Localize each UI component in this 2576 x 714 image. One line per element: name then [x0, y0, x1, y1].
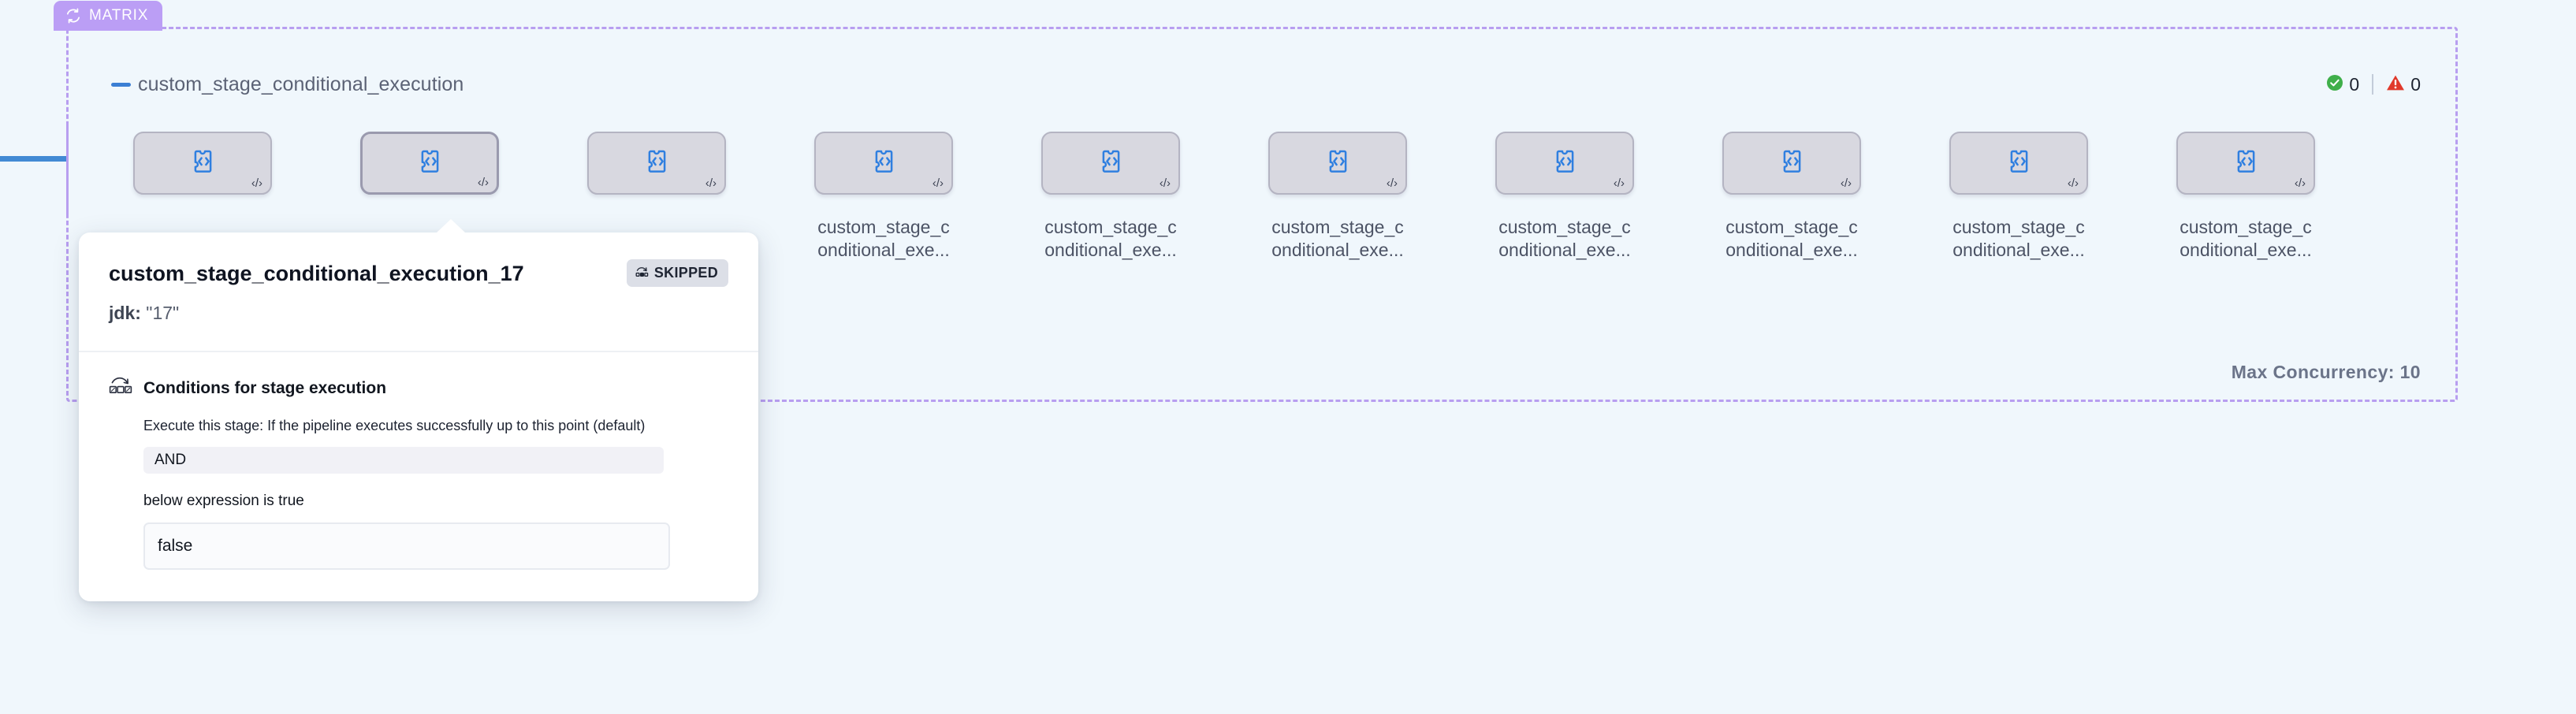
status-badge-error: 0	[2386, 74, 2421, 95]
stage-node-label: custom_stage_conditional_exe...	[817, 217, 950, 260]
expression-field[interactable]: false	[143, 522, 670, 571]
stage-node-box[interactable]: ‹/›	[1268, 132, 1407, 195]
skip-conditions-icon	[109, 376, 132, 400]
code-brackets-icon: ‹/›	[2294, 177, 2306, 190]
popover-title: custom_stage_conditional_execution_17	[109, 262, 524, 285]
code-brackets-icon: ‹/›	[1386, 177, 1398, 190]
popover-header: custom_stage_conditional_execution_17 SK…	[79, 232, 758, 352]
code-brackets-icon: ‹/›	[1159, 177, 1171, 190]
code-brackets-icon: ‹/›	[251, 177, 262, 190]
status-badge-success: 0	[2326, 74, 2359, 95]
page-title: custom_stage_conditional_execution	[138, 73, 464, 95]
stage-node[interactable]: ‹/› custom_stage_conditional_exe...	[2176, 132, 2315, 262]
custom-stage-puzzle-code-icon	[1095, 146, 1126, 181]
conditions-title: Conditions for stage execution	[143, 378, 387, 397]
stage-node[interactable]: ‹/› custom_stage_conditional_exe...	[1268, 132, 1407, 262]
stage-node[interactable]: ‹/›custom_stage_conditional_exe...	[587, 132, 726, 262]
stage-node[interactable]: ‹/›custom_stage_conditional_exe...	[133, 132, 272, 262]
stage-node-label: custom_stage_conditional_exe...	[1725, 217, 1858, 260]
stage-node-box[interactable]: ‹/›	[1949, 132, 2088, 195]
stage-node[interactable]: ‹/› custom_stage_conditional_exe...	[1041, 132, 1180, 262]
code-brackets-icon: ‹/›	[2067, 177, 2079, 190]
loop-arrows-icon	[65, 7, 82, 24]
stage-node-label: custom_stage_conditional_exe...	[2180, 217, 2312, 260]
stage-node[interactable]: ‹/› custom_stage_conditional_exe...	[814, 132, 953, 262]
stage-detail-popover: custom_stage_conditional_execution_17 SK…	[79, 219, 758, 602]
custom-stage-puzzle-code-icon	[1549, 146, 1580, 181]
check-circle-icon	[2326, 74, 2343, 95]
stage-node[interactable]: ‹/› custom_stage_conditional_exe...	[1495, 132, 1634, 262]
stage-node-box[interactable]: ‹/›	[360, 132, 499, 195]
status-badge-skipped: SKIPPED	[626, 259, 728, 287]
stage-node-box[interactable]: ‹/›	[814, 132, 953, 195]
custom-stage-puzzle-code-icon	[868, 146, 899, 181]
status-divider	[2372, 74, 2374, 95]
popover-parameters: jdk: "17"	[109, 303, 728, 324]
stage-node-box[interactable]: ‹/›	[587, 132, 726, 195]
custom-stage-puzzle-code-icon	[1322, 146, 1353, 181]
minus-icon[interactable]	[111, 69, 138, 100]
custom-stage-puzzle-code-icon	[641, 146, 672, 181]
code-brackets-icon: ‹/›	[932, 177, 944, 190]
custom-stage-puzzle-code-icon	[2003, 146, 2034, 181]
stage-node-label: custom_stage_conditional_exe...	[1498, 217, 1631, 260]
code-brackets-icon: ‹/›	[705, 177, 717, 190]
stage-node-box[interactable]: ‹/›	[1722, 132, 1861, 195]
conditions-header: Conditions for stage execution	[109, 376, 728, 400]
stage-nodes-row: ‹/› custom_stage_conditional_exe... ‹/› cus…	[69, 29, 2460, 404]
popover-body: Conditions for stage execution Execute t…	[79, 352, 758, 601]
expression-label: below expression is true	[143, 493, 304, 510]
error-count: 0	[2410, 73, 2421, 95]
custom-stage-puzzle-code-icon	[187, 146, 218, 181]
code-brackets-icon: ‹/›	[1840, 177, 1852, 190]
param-key: jdk:	[109, 303, 141, 323]
skipped-badge-label: SKIPPED	[653, 265, 718, 281]
stage-node-box[interactable]: ‹/›	[2176, 132, 2315, 195]
param-value: "17"	[146, 303, 180, 323]
conditions-description: Execute this stage: If the pipeline exec…	[143, 418, 646, 433]
matrix-group-header: custom_stage_conditional_execution 0	[111, 69, 2421, 100]
code-brackets-icon: ‹/›	[477, 176, 489, 189]
warning-triangle-icon	[2386, 74, 2405, 95]
code-brackets-icon: ‹/›	[1613, 177, 1625, 190]
stage-node-box[interactable]: ‹/›	[133, 132, 272, 195]
stage-node-label: custom_stage_conditional_exe...	[1044, 217, 1177, 260]
incoming-edge-connector	[0, 156, 69, 162]
popover-arrow	[436, 219, 466, 233]
stage-node-label: custom_stage_conditional_exe...	[1952, 217, 2085, 260]
success-count: 0	[2349, 73, 2360, 95]
max-concurrency-label: Max Concurrency: 10	[2231, 362, 2421, 382]
skip-arc-icon	[635, 266, 649, 281]
stage-node-label: custom_stage_conditional_exe...	[1271, 217, 1404, 260]
operator-field[interactable]: AND	[143, 447, 664, 474]
matrix-tag: MATRIX	[54, 1, 163, 31]
stage-node[interactable]: ‹/›custom_stage_conditional_exe...	[360, 132, 499, 262]
custom-stage-puzzle-code-icon	[414, 146, 445, 181]
stage-node-box[interactable]: ‹/›	[1495, 132, 1634, 195]
status-counts: 0 0	[2326, 69, 2421, 100]
stage-node[interactable]: ‹/› custom_stage_conditional_exe...	[1949, 132, 2088, 262]
stage-node[interactable]: ‹/› custom_stage_conditional_exe...	[1722, 132, 1861, 262]
custom-stage-puzzle-code-icon	[2230, 146, 2261, 181]
custom-stage-puzzle-code-icon	[1776, 146, 1807, 181]
matrix-tag-label: MATRIX	[89, 7, 149, 24]
stage-node-box[interactable]: ‹/›	[1041, 132, 1180, 195]
